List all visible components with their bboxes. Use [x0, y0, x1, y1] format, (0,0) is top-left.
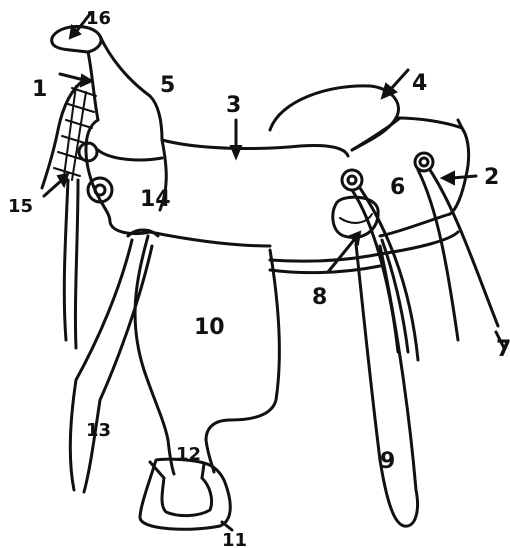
- front-cinch: [70, 230, 158, 492]
- label-3: 3: [226, 93, 241, 118]
- label-7: 7: [496, 337, 510, 362]
- label-15: 15: [8, 196, 33, 217]
- label-9: 9: [380, 449, 395, 474]
- flank-billet: [356, 244, 418, 526]
- label-10: 10: [194, 315, 225, 340]
- front-rigging: [79, 143, 112, 202]
- seat: [98, 140, 348, 160]
- part-labels: 1 2 3 4 5 6 7 8 9 10 11 12 13 14 15 16: [8, 8, 510, 548]
- label-13: 13: [86, 420, 111, 441]
- cantle: [270, 86, 400, 150]
- rope-strap: [42, 80, 96, 348]
- label-12: 12: [176, 444, 201, 465]
- label-16: 16: [86, 8, 111, 29]
- label-1: 1: [32, 77, 47, 102]
- label-8: 8: [312, 285, 327, 310]
- label-2: 2: [484, 165, 499, 190]
- saddle-strings: [352, 170, 498, 360]
- stirrup: [140, 459, 230, 529]
- horn: [52, 26, 162, 140]
- label-6: 6: [390, 175, 405, 200]
- label-4: 4: [412, 71, 427, 96]
- label-14: 14: [140, 187, 171, 212]
- fork: [86, 120, 270, 246]
- label-11: 11: [222, 530, 247, 548]
- label-5: 5: [160, 73, 175, 98]
